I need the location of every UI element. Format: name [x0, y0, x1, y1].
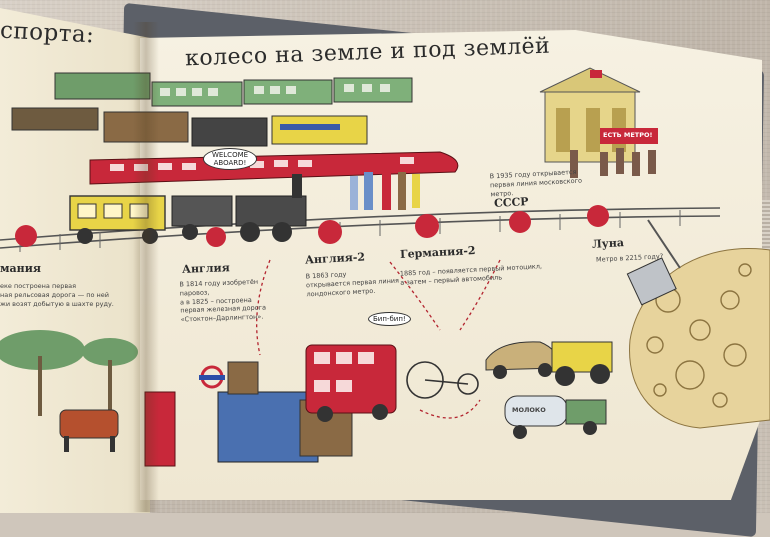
location-moon: Луна — [591, 236, 625, 251]
moon-metro-sign — [626, 219, 681, 306]
caption-england: В 1814 году изобретён паровоз, а в 1825 … — [179, 277, 267, 324]
vintage-car — [485, 341, 561, 379]
milk-truck-label: МОЛОКО — [512, 406, 546, 414]
metro-station — [539, 67, 658, 163]
caption-left: еке построена первая ная рельсовая дорог… — [0, 282, 114, 308]
underground-sign — [199, 365, 225, 389]
timeline-dots — [15, 205, 609, 247]
location-germany-fragment: мания — [0, 262, 42, 275]
left-heading: спорта: — [0, 17, 96, 49]
crowd — [350, 148, 656, 210]
caption-england-2: В 1863 году открывается первая линия лон… — [305, 270, 400, 298]
yellow-carriage — [69, 195, 166, 244]
double-decker-bus — [305, 344, 397, 422]
rail-track — [0, 207, 721, 249]
location-england: Англия — [181, 261, 231, 276]
tractor — [551, 341, 613, 386]
freight-train — [11, 107, 368, 147]
speech-beep: Бип-бип! — [368, 312, 411, 326]
green-train — [54, 72, 413, 107]
illustration — [0, 67, 770, 467]
milk-truck — [504, 395, 607, 439]
cow — [59, 409, 119, 452]
route-lines — [256, 259, 501, 419]
steam-locomotive — [171, 174, 307, 242]
metro-banner: ЕСТЬ МЕТРО! — [603, 131, 653, 139]
book-gutter — [133, 22, 159, 512]
trees — [0, 330, 138, 416]
high-speed-train — [89, 151, 459, 185]
penny-bicycle — [406, 361, 479, 399]
phone-box — [144, 391, 176, 467]
speech-welcome: WELCOME ABOARD! — [203, 148, 257, 170]
caption-ussr: В 1935 году открывается первая линия мос… — [489, 167, 583, 198]
